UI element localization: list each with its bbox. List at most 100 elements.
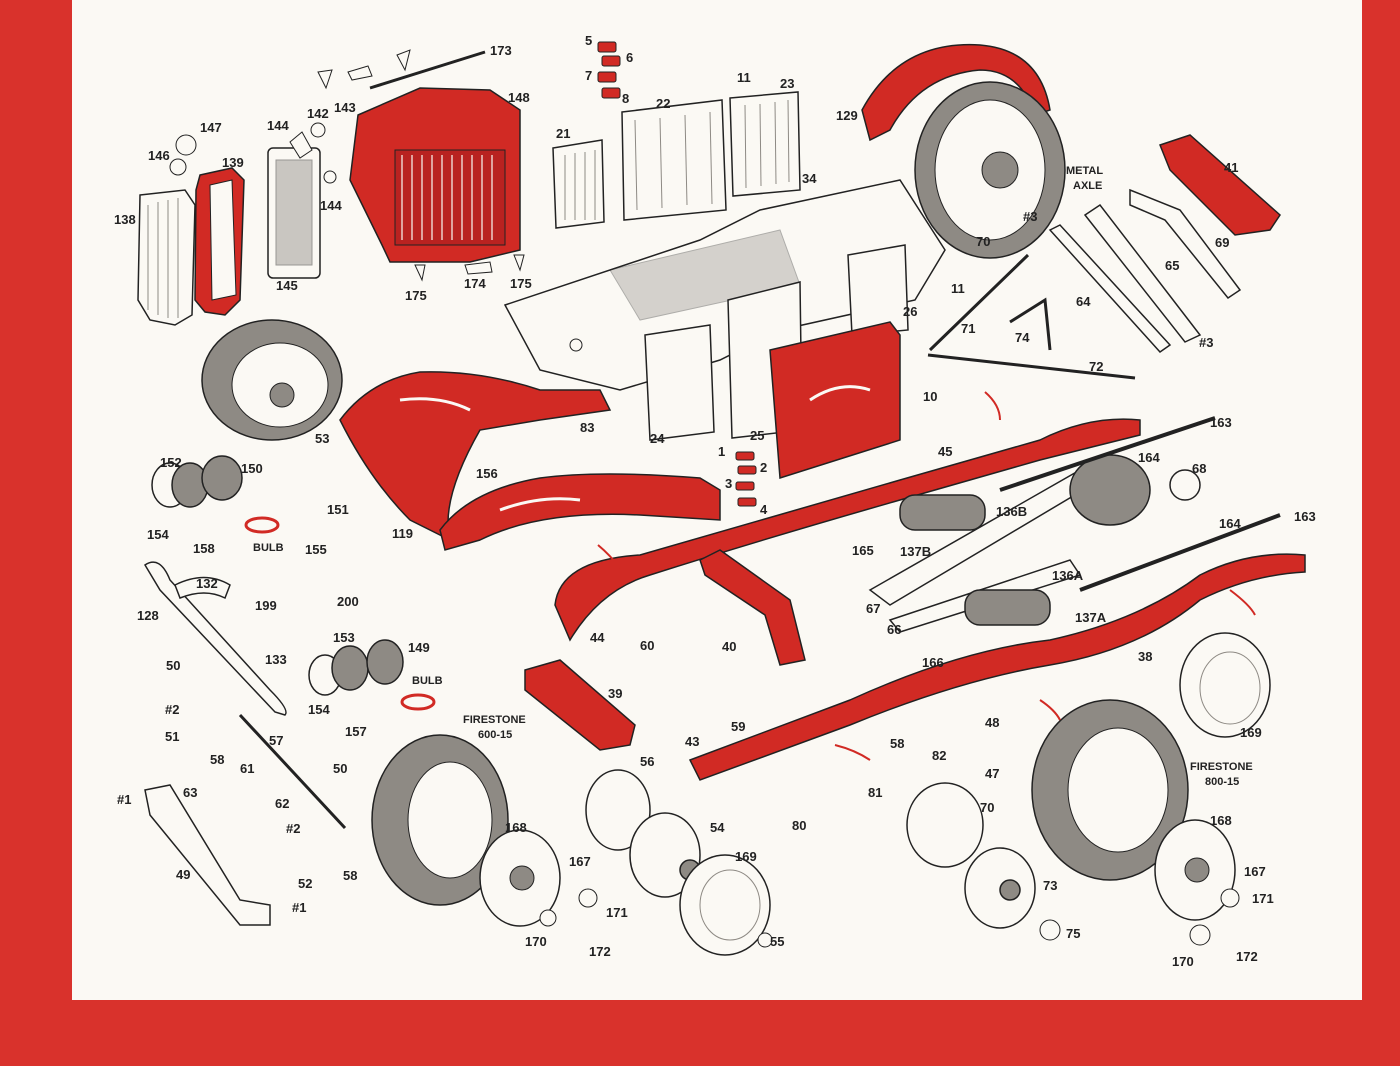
frame-rail-45 (554, 418, 1141, 642)
label-136A: 136A (1052, 568, 1084, 583)
label-132: 132 (196, 576, 218, 591)
tire-169-left (679, 854, 771, 956)
tire-600-15 (371, 734, 509, 906)
label-150: 150 (241, 461, 263, 476)
label-50a: 50 (166, 658, 180, 673)
label-148: 148 (508, 90, 530, 105)
label-hash3a: #3 (1023, 209, 1037, 224)
label-48: 48 (985, 715, 999, 730)
brackets-5-8 (597, 41, 621, 99)
label-200: 200 (337, 594, 359, 609)
label-41: 41 (1224, 160, 1238, 175)
label-68: 68 (1192, 461, 1206, 476)
metal-axle-label-1: METAL (1066, 165, 1103, 177)
label-69: 69 (1215, 235, 1229, 250)
hood-rod-173 (369, 50, 486, 90)
label-39: 39 (608, 686, 622, 701)
label-24: 24 (650, 431, 665, 446)
label-149: 149 (408, 640, 430, 655)
label-154b: 154 (308, 702, 330, 717)
label-52: 52 (298, 876, 312, 891)
label-155: 155 (305, 542, 327, 557)
label-169b: 169 (735, 849, 757, 864)
label-38: 38 (1138, 649, 1152, 664)
label-59: 59 (731, 719, 745, 734)
label-10: 10 (923, 389, 937, 404)
label-152: 152 (160, 455, 182, 470)
hood-small-parts (169, 49, 525, 282)
label-167b: 167 (1244, 864, 1266, 879)
label-47: 47 (985, 766, 999, 781)
label-170b: 170 (1172, 954, 1194, 969)
label-22: 22 (656, 96, 670, 111)
label-165: 165 (852, 543, 874, 558)
label-146: 146 (148, 148, 170, 163)
label-73: 73 (1043, 878, 1057, 893)
label-137A: 137A (1075, 610, 1107, 625)
brake-drum-70-73 (906, 782, 1036, 929)
swoosh-marks (597, 391, 1256, 761)
label-166: 166 (922, 655, 944, 670)
label-169a: 169 (1240, 725, 1262, 740)
rear-fender-129 (861, 43, 1051, 142)
label-119: 119 (392, 526, 413, 541)
label-72: 72 (1089, 359, 1103, 374)
label-34: 34 (802, 171, 817, 186)
label-21: 21 (556, 126, 570, 141)
label-172b: 172 (1236, 949, 1258, 964)
wheel-168-left (479, 829, 561, 927)
label-156: 156 (476, 466, 498, 481)
label-51: 51 (165, 729, 179, 744)
label-53: 53 (315, 431, 329, 446)
text-callouts: METAL AXLE BULB BULB FIRESTONE 600-15 FI… (253, 165, 1253, 788)
rods-71-72 (927, 253, 1136, 380)
label-168a: 168 (505, 820, 527, 835)
label-80: 80 (792, 818, 806, 833)
label-81: 81 (868, 785, 882, 800)
label-61: 61 (240, 761, 254, 776)
front-tire-53 (201, 319, 343, 441)
label-hash2b: #2 (286, 821, 300, 836)
label-82: 82 (932, 748, 946, 763)
label-83: 83 (580, 420, 594, 435)
label-26: 26 (903, 304, 917, 319)
label-151: 151 (327, 502, 349, 517)
label-57: 57 (269, 733, 283, 748)
part-labels: 173 5 6 7 8 11 23 22 21 148 142 143 144 … (114, 33, 1316, 969)
label-199: 199 (255, 598, 277, 613)
label-54: 54 (710, 820, 725, 835)
label-hash2a: #2 (165, 702, 179, 717)
label-11: 11 (737, 70, 751, 85)
label-163a: 163 (1210, 415, 1232, 430)
label-142: 142 (307, 106, 329, 121)
label-49: 49 (176, 867, 190, 882)
label-65: 65 (1165, 258, 1179, 273)
label-171b: 171 (1252, 891, 1274, 906)
label-143: 143 (334, 100, 356, 115)
label-hash1b: #1 (292, 900, 306, 915)
label-23: 23 (780, 76, 794, 91)
label-172a: 172 (589, 944, 611, 959)
axle-beam-49 (144, 784, 271, 926)
small-caps (539, 888, 1240, 948)
firestone-600-label: FIRESTONE (463, 714, 526, 726)
label-164b: 164 (1219, 516, 1241, 531)
label-66: 66 (887, 622, 901, 637)
hood-148 (349, 87, 521, 263)
label-128: 128 (137, 608, 159, 623)
label-129: 129 (836, 108, 858, 123)
spreader-bar-132 (174, 576, 231, 600)
label-hash1a: #1 (117, 792, 131, 807)
label-1: 1 (718, 444, 725, 459)
label-56: 56 (640, 754, 654, 769)
label-139: 139 (222, 155, 244, 170)
label-40: 40 (722, 639, 736, 654)
grille-insert-138 (137, 189, 196, 326)
label-168b: 168 (1210, 813, 1232, 828)
label-58c: 58 (343, 868, 357, 883)
radiator-145 (267, 147, 321, 279)
label-138: 138 (114, 212, 136, 227)
brackets-1-4 (735, 451, 757, 507)
fender-83-upper (339, 371, 612, 542)
